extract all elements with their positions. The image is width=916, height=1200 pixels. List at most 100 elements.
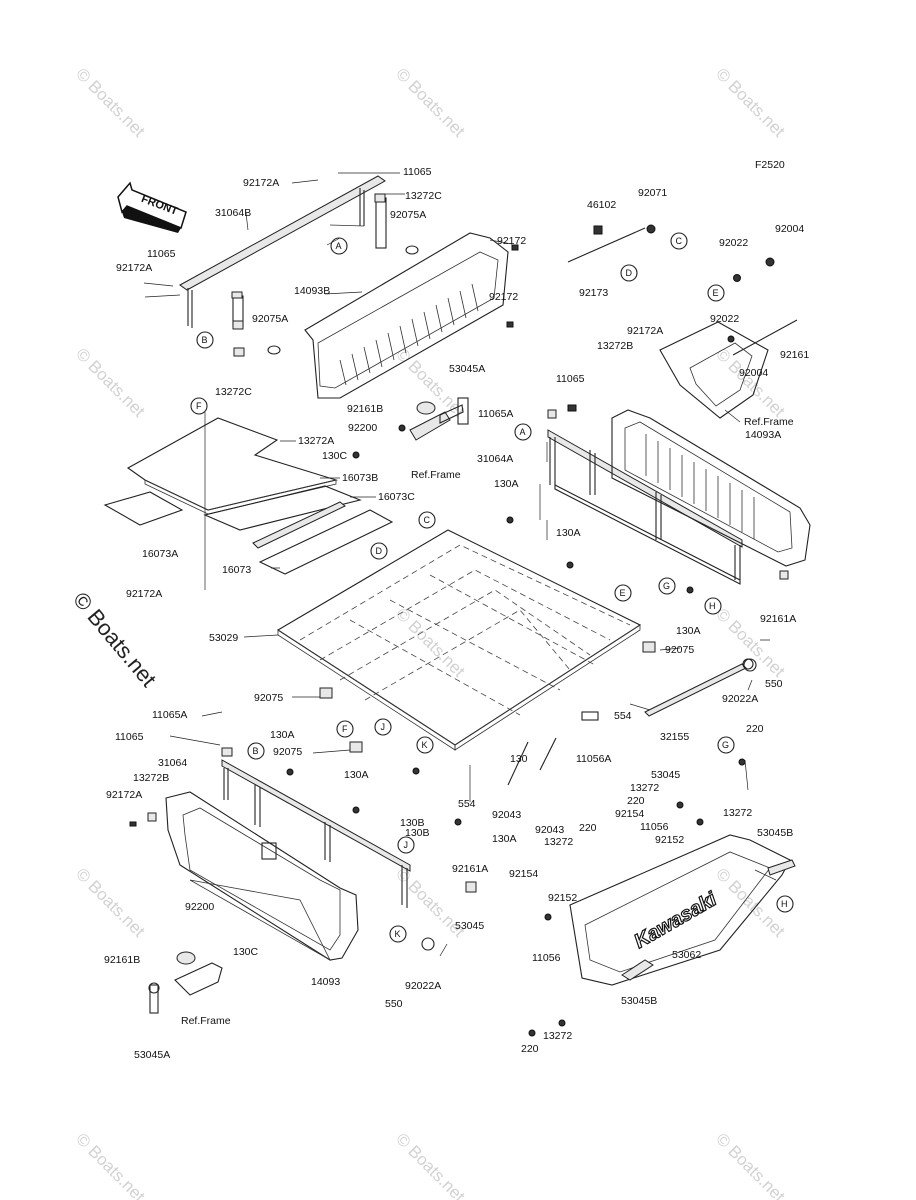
svg-text:E: E — [620, 588, 626, 598]
svg-text:J: J — [404, 840, 409, 850]
part-label: 53045 — [455, 920, 484, 932]
part-label: 92200 — [348, 422, 377, 434]
svg-text:G: G — [663, 581, 670, 591]
part-label: Ref.Frame — [411, 469, 461, 481]
part-label: 92161A — [760, 613, 796, 625]
part-label: 92075 — [273, 746, 302, 758]
part-label: 92022A — [405, 980, 441, 992]
part-label: 554 — [614, 710, 632, 722]
part-label: 13272B — [133, 772, 169, 784]
part-label: 130C — [233, 946, 259, 958]
part-label: 16073C — [378, 491, 415, 503]
part-label: 92152 — [655, 834, 684, 846]
part-label: 92172 — [489, 291, 518, 303]
part-label: 92022 — [719, 237, 748, 249]
front-arrow-icon: FRONT — [117, 181, 187, 233]
part-label: 32155 — [660, 731, 689, 743]
part-label: 92154 — [509, 868, 538, 880]
callout-j: J — [397, 836, 415, 854]
part-label: 92173 — [579, 287, 608, 299]
watermark: © Boats.net — [72, 864, 149, 941]
part-label: 92154 — [615, 808, 644, 820]
svg-text:C: C — [676, 236, 683, 246]
callout-d: D — [620, 264, 638, 282]
part-label: 130C — [322, 450, 348, 462]
callout-e: E — [707, 284, 725, 302]
part-label: 14093B — [294, 285, 330, 297]
svg-text:H: H — [781, 899, 788, 909]
part-label: 130A — [676, 625, 701, 637]
part-label: 92172A — [243, 177, 279, 189]
part-label: 53045A — [134, 1049, 170, 1061]
part-label: 92152 — [548, 892, 577, 904]
svg-text:D: D — [376, 546, 383, 556]
part-label: 16073 — [222, 564, 251, 576]
watermark: © Boats.net — [392, 64, 469, 141]
part-label: 46102 — [587, 199, 616, 211]
callout-f: F — [190, 397, 208, 415]
part-label: 92004 — [775, 223, 804, 235]
callout-a: A — [514, 423, 532, 441]
callout-b: B — [196, 331, 214, 349]
part-label: 16073B — [342, 472, 378, 484]
part-label: 130A — [270, 729, 295, 741]
callout-c: C — [418, 511, 436, 529]
part-label: 92200 — [185, 901, 214, 913]
kawasaki-logo: Kawasaki — [631, 888, 721, 953]
svg-text:F: F — [196, 401, 202, 411]
watermark: © Boats.net — [72, 64, 149, 141]
bed-mats-16073 — [103, 417, 394, 575]
callout-j: J — [374, 718, 392, 736]
part-label: 92161 — [780, 349, 809, 361]
part-label: 13272A — [298, 435, 334, 447]
callout-k: K — [389, 925, 407, 943]
watermark: © Boats.net — [392, 1129, 469, 1200]
watermark: © Boats.net — [72, 344, 149, 421]
callout-f: F — [336, 720, 354, 738]
part-label: 92043 — [492, 809, 521, 821]
watermark: © Boats.net — [712, 1129, 789, 1200]
cable-46102 — [567, 224, 656, 263]
side-panel-14093a — [611, 409, 811, 580]
svg-text:E: E — [713, 288, 719, 298]
part-label: 550 — [385, 998, 403, 1010]
part-label: 92161B — [104, 954, 140, 966]
part-label: 92075A — [390, 209, 426, 221]
part-label: 13272C — [215, 386, 252, 398]
bed-floor-53029 — [276, 529, 656, 786]
part-label: 11065 — [147, 248, 176, 260]
part-label: 220 — [746, 723, 764, 735]
callout-k: K — [416, 736, 434, 754]
part-label: 53045 — [651, 769, 680, 781]
part-label: 92004 — [739, 367, 768, 379]
svg-text:B: B — [253, 746, 259, 756]
callout-b: B — [247, 742, 265, 760]
part-label: 31064 — [158, 757, 187, 769]
watermark: © Boats.net — [712, 64, 789, 141]
callout-c: C — [670, 232, 688, 250]
part-label: 130A — [492, 833, 517, 845]
tailgate-latch-assembly — [659, 257, 798, 423]
part-label: 130A — [556, 527, 581, 539]
part-label: 13272 — [543, 1030, 572, 1042]
svg-text:A: A — [336, 241, 342, 251]
part-label: 53045B — [621, 995, 657, 1007]
hardware-fasteners — [129, 424, 757, 1037]
rear-rail-31064a — [547, 404, 743, 585]
part-label: 220 — [579, 822, 597, 834]
part-label: 92075 — [254, 692, 283, 704]
part-label: 220 — [627, 795, 645, 807]
lower-latch-assembly — [148, 951, 223, 1014]
callout-circles: A B C D E F A C D E G H F J K B J K G H — [190, 232, 794, 943]
callout-g: G — [658, 577, 676, 595]
part-label: Ref.Frame — [744, 416, 794, 428]
part-label: 92172A — [627, 325, 663, 337]
rod-32155 — [644, 658, 754, 717]
callout-e: E — [614, 584, 632, 602]
part-label: 11065 — [115, 731, 144, 743]
part-label: 130A — [344, 769, 369, 781]
part-label: 31064A — [477, 453, 513, 465]
svg-text:A: A — [520, 427, 526, 437]
callout-h: H — [776, 895, 794, 913]
